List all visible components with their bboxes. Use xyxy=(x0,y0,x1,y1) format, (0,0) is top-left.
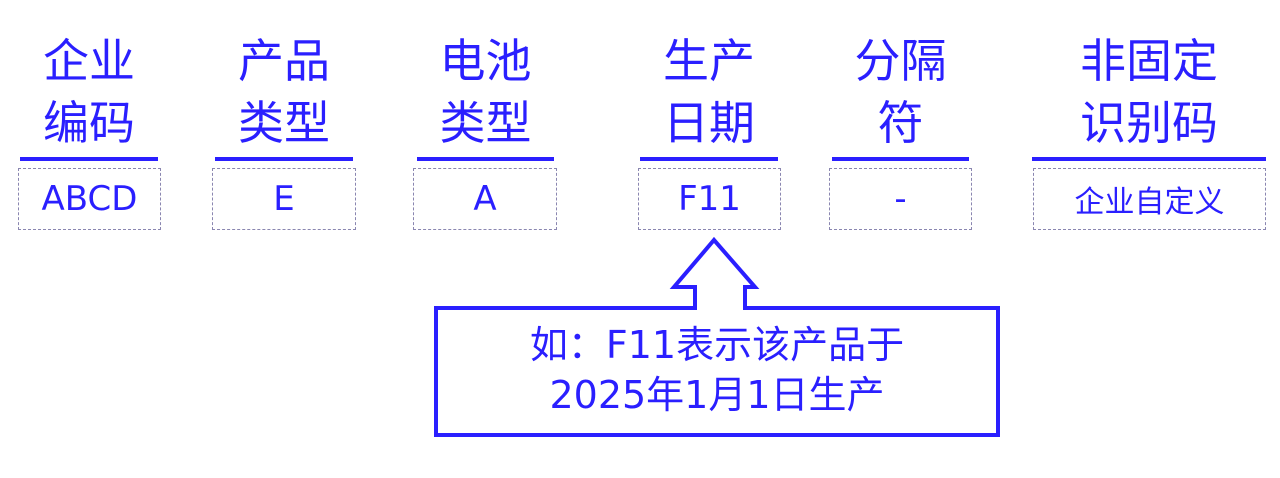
field-header: 电池类型 xyxy=(417,30,554,154)
underline xyxy=(20,157,158,161)
callout-line: 如：F11表示该产品于 xyxy=(529,323,905,367)
field-header: 产品类型 xyxy=(215,30,353,154)
field-header: 企业编码 xyxy=(20,30,158,154)
field-header: 非固定识别码 xyxy=(1032,30,1266,154)
header-line: 分隔符 xyxy=(854,34,947,150)
field-header: 分隔符 xyxy=(832,30,969,154)
underline xyxy=(832,157,969,161)
field-production-date: 生产日期 xyxy=(640,0,778,240)
callout-note: 如：F11表示该产品于 2025年1月1日生产 xyxy=(434,306,1000,437)
header-line: 企业 xyxy=(43,34,135,88)
callout-line: 2025年1月1日生产 xyxy=(549,373,885,417)
field-custom-id: 非固定识别码 xyxy=(1032,0,1266,240)
header-line: 非固定 xyxy=(1080,34,1218,88)
header-line: 生产 xyxy=(663,34,755,88)
field-battery-type: 电池类型 xyxy=(417,0,554,240)
header-line: 类型 xyxy=(238,96,330,150)
underline xyxy=(640,157,778,161)
callout-border-with-arrow xyxy=(434,236,1000,437)
value-box: F11 xyxy=(638,168,781,230)
header-line: 类型 xyxy=(439,96,532,150)
value-box: E xyxy=(212,168,356,230)
header-line: 编码 xyxy=(43,96,135,150)
field-separator: 分隔符 xyxy=(832,0,969,240)
header-line: 产品 xyxy=(238,34,330,88)
value-box: ABCD xyxy=(18,168,161,230)
header-line: 识别码 xyxy=(1080,96,1218,150)
field-header: 生产日期 xyxy=(640,30,778,154)
header-line: 日期 xyxy=(663,96,755,150)
value-box: - xyxy=(829,168,972,230)
field-product-type: 产品类型 xyxy=(215,0,353,240)
underline xyxy=(215,157,353,161)
value-box: 企业自定义 xyxy=(1033,168,1266,230)
field-enterprise-code: 企业编码 xyxy=(20,0,158,240)
underline xyxy=(1032,157,1266,161)
underline xyxy=(417,157,554,161)
value-box: A xyxy=(413,168,557,230)
header-line: 电池 xyxy=(439,34,532,88)
